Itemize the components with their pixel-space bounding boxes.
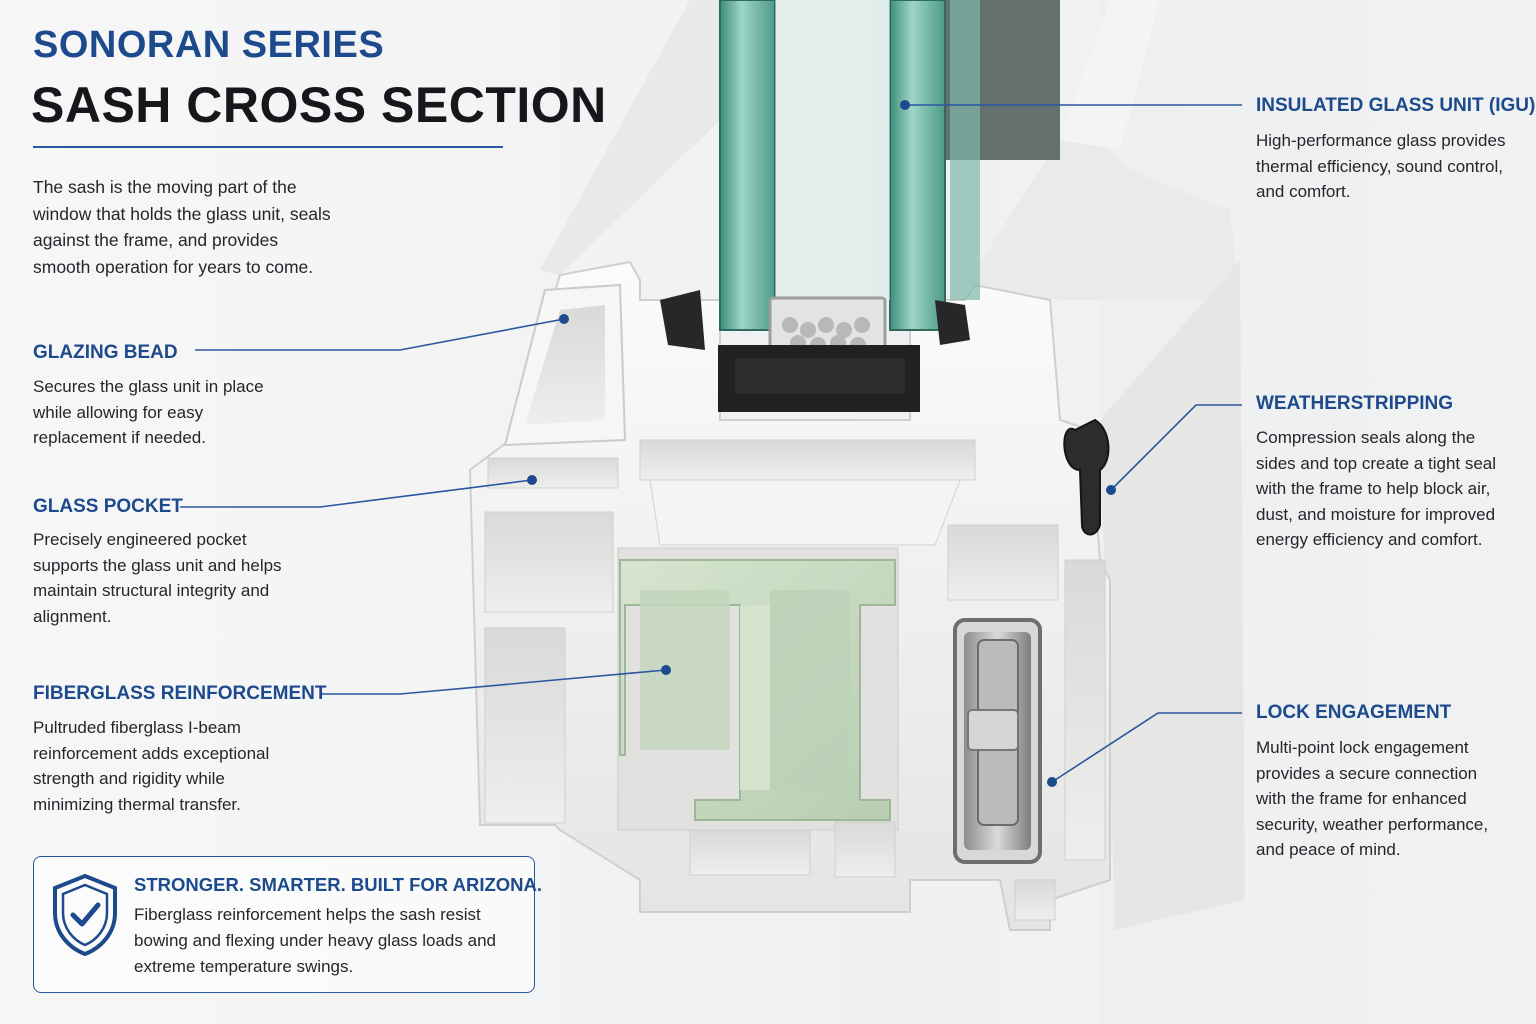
leader-lines xyxy=(180,104,1242,783)
title-divider xyxy=(33,146,503,148)
leader-fiberglass xyxy=(322,669,667,695)
feature-box: STRONGER. SMARTER. BUILT FOR ARIZONA. Fi… xyxy=(33,856,542,993)
leader-weatherstripping xyxy=(1110,404,1242,491)
leader-glass-pocket xyxy=(180,479,533,508)
callout-text-glass-pocket: Precisely engineered pocket supports the… xyxy=(33,530,282,626)
page-title: SASH CROSS SECTION xyxy=(31,77,607,133)
glass-pane-outer xyxy=(719,0,776,331)
glazing-gasket-right xyxy=(935,300,970,345)
callout-title-weatherstripping: WEATHERSTRIPPING xyxy=(1256,393,1454,414)
callout-title-fiberglass-reinforcement: FIBERGLASS REINFORCEMENT xyxy=(33,683,327,704)
weatherstrip-seal xyxy=(1063,418,1110,536)
feature-box-title: STRONGER. SMARTER. BUILT FOR ARIZONA. xyxy=(134,874,543,895)
callout-title-lock-engagement: LOCK ENGAGEMENT xyxy=(1256,702,1452,723)
shield-check-icon xyxy=(53,873,117,957)
callout-text-weatherstripping: Compression seals along the sides and to… xyxy=(1256,428,1497,549)
callout-title-igu: INSULATED GLASS UNIT (IGU) xyxy=(1256,95,1536,116)
feature-box-text: Fiberglass reinforcement helps the sash … xyxy=(134,905,496,976)
callout-text-igu: High-performance glass provides thermal … xyxy=(1256,131,1506,201)
sash-top-surface-left xyxy=(540,0,720,275)
glass-pane-inner xyxy=(889,0,946,331)
leader-lock xyxy=(1051,712,1242,783)
callout-text-fiberglass-reinforcement: Pultruded fiberglass I-beam reinforcemen… xyxy=(33,718,270,814)
sash-top-surface-right xyxy=(965,140,1240,300)
intro-text: The sash is the moving part of the windo… xyxy=(33,177,331,277)
callout-title-glazing-bead: GLAZING BEAD xyxy=(33,342,178,363)
callout-title-glass-pocket: GLASS POCKET xyxy=(33,496,183,517)
callout-text-glazing-bead: Secures the glass unit in place while al… xyxy=(33,377,264,447)
callout-text-lock-engagement: Multi-point lock engagement provides a s… xyxy=(1256,738,1489,859)
series-title: SONORAN SERIES xyxy=(33,24,385,66)
glazing-gasket-left xyxy=(660,290,705,350)
leader-glazing-bead xyxy=(195,318,565,351)
